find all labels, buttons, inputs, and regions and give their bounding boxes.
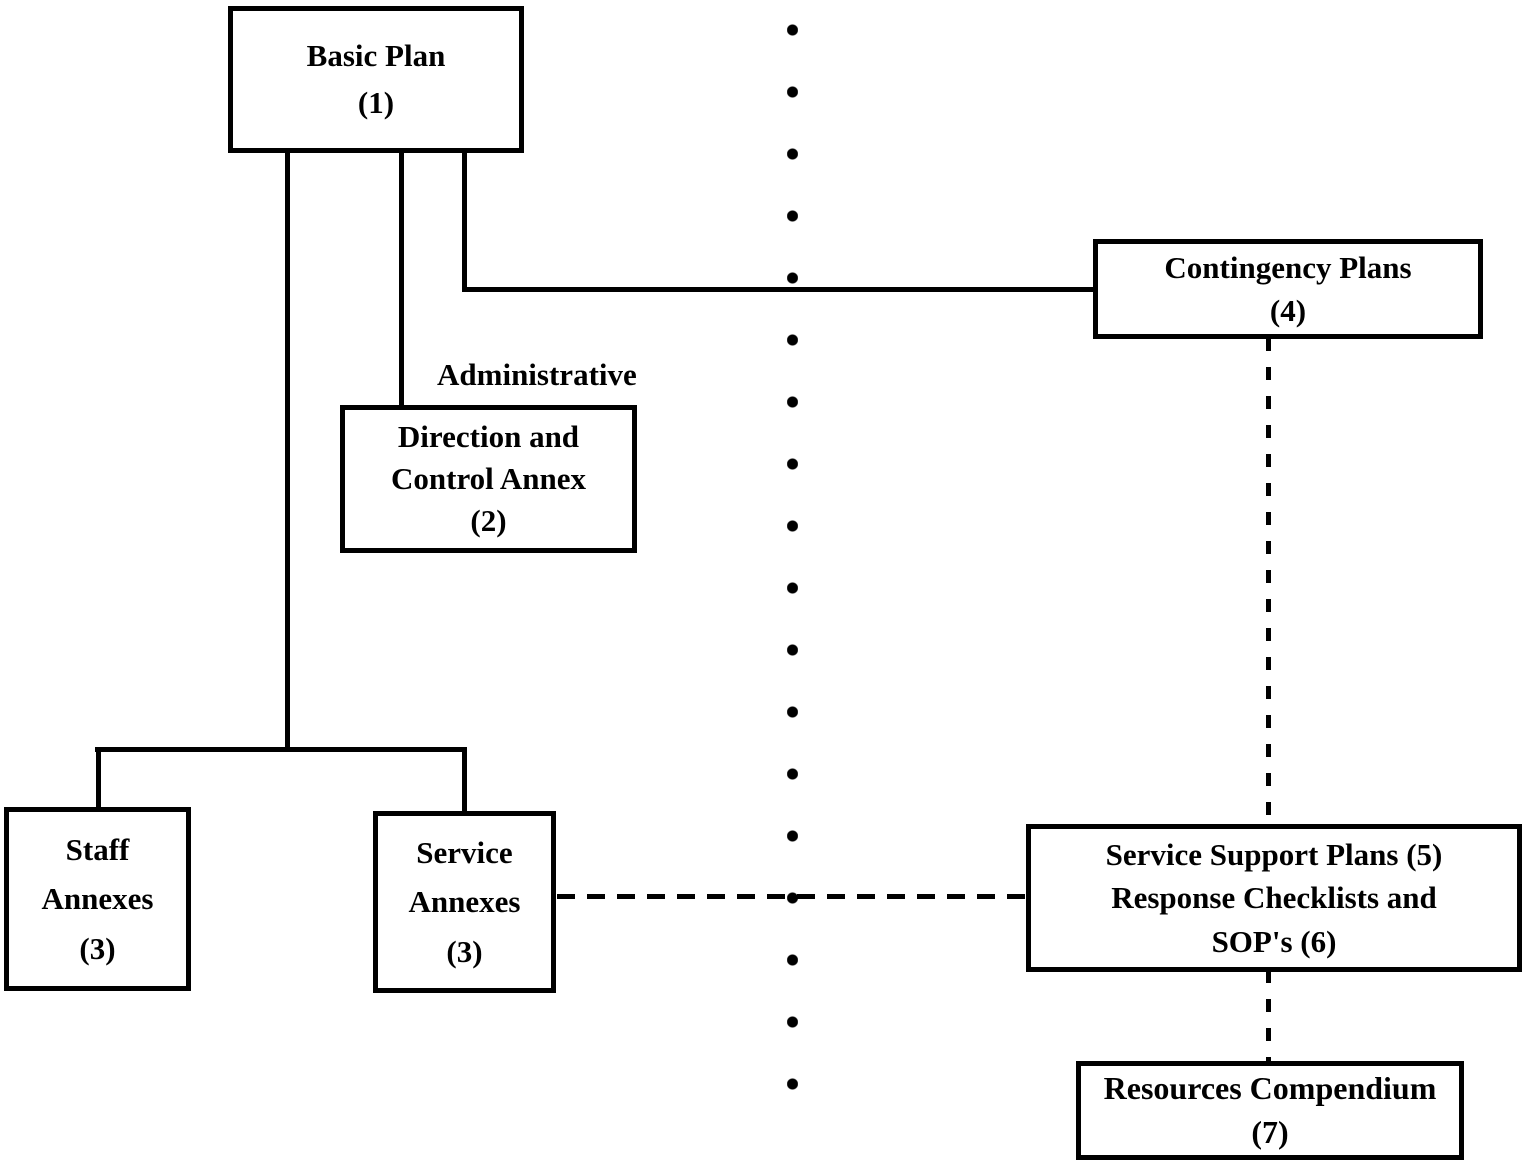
node-service-support-line1: Service Support Plans (5) bbox=[1105, 836, 1443, 872]
connector-basicplan-to-annexes-vertical bbox=[285, 150, 290, 752]
node-staff-annexes-number: (3) bbox=[79, 930, 116, 966]
node-service-support-line2: Response Checklists and bbox=[1111, 880, 1437, 916]
node-staff-annexes-line1: Staff bbox=[65, 831, 130, 867]
node-direction-control-annex: Direction and Control Annex (2) bbox=[340, 405, 637, 553]
node-contingency-plans-number: (4) bbox=[1269, 293, 1307, 328]
node-resources-compendium-title: Resources Compendium bbox=[1103, 1070, 1437, 1107]
connector-basicplan-to-contingency-horizontal bbox=[462, 287, 1095, 292]
node-staff-annexes-line2: Annexes bbox=[41, 881, 154, 917]
node-resources-compendium-number: (7) bbox=[1251, 1113, 1289, 1150]
node-contingency-plans-title: Contingency Plans bbox=[1164, 249, 1412, 285]
node-service-support-line3: SOP's (6) bbox=[1211, 923, 1337, 959]
node-direction-control-line2: Control Annex bbox=[391, 461, 586, 497]
connector-annexes-horizontal bbox=[95, 747, 467, 752]
dotted-divider-line bbox=[787, 24, 798, 1090]
connector-basicplan-to-direction-vertical bbox=[399, 150, 404, 407]
node-staff-annexes: Staff Annexes (3) bbox=[4, 807, 191, 991]
connector-basicplan-to-contingency-vertical bbox=[462, 150, 467, 292]
node-basic-plan-number: (1) bbox=[357, 84, 395, 120]
node-basic-plan: Basic Plan (1) bbox=[228, 6, 524, 153]
node-direction-control-line1: Direction and bbox=[397, 419, 580, 455]
connector-service-annexes-drop bbox=[462, 747, 467, 814]
node-service-annexes: Service Annexes (3) bbox=[373, 811, 556, 993]
node-contingency-plans: Contingency Plans (4) bbox=[1093, 239, 1483, 339]
node-service-support-plans: Service Support Plans (5) Response Check… bbox=[1026, 824, 1522, 972]
administrative-label: Administrative bbox=[437, 357, 637, 392]
node-resources-compendium: Resources Compendium (7) bbox=[1076, 1061, 1464, 1160]
connector-support-to-resources-dashed bbox=[1266, 970, 1271, 1064]
node-direction-control-number: (2) bbox=[470, 502, 507, 538]
node-service-annexes-line2: Annexes bbox=[408, 884, 521, 920]
node-basic-plan-title: Basic Plan bbox=[306, 38, 446, 73]
connector-staff-annexes-drop bbox=[96, 747, 101, 810]
node-service-annexes-number: (3) bbox=[446, 933, 483, 969]
connector-contingency-to-support-dashed bbox=[1266, 338, 1271, 827]
node-service-annexes-line1: Service bbox=[416, 834, 513, 870]
